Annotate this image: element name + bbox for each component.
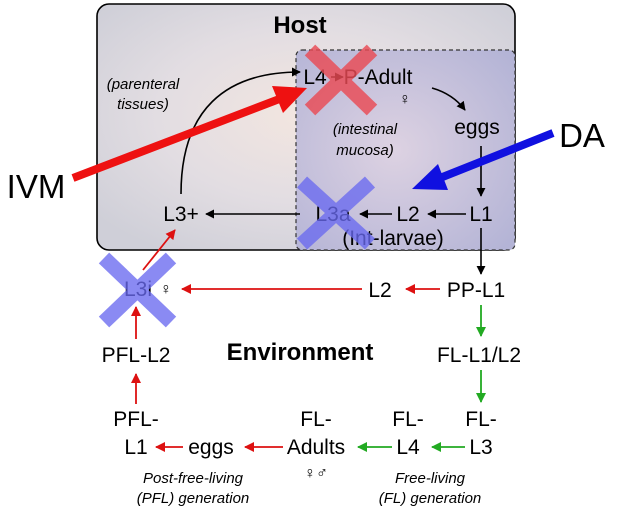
parenteral-label-line2: tissues) [117, 96, 169, 113]
p-adult-female-symbol: ♀ [399, 91, 411, 108]
environment-title: Environment [227, 339, 374, 366]
stage-l2-host: L2 [396, 203, 419, 226]
block-cross-icon-da-l3i [98, 252, 177, 328]
arrow-padult-to-eggs [431, 87, 466, 111]
stage-pfl-l2: PFL-L2 [102, 344, 171, 367]
stage-pfl-l1-line1: PFL- [113, 408, 159, 431]
parenteral-label-line1: (parenteral [107, 76, 180, 93]
stage-p-adult: P-Adult [344, 66, 413, 89]
stage-fl-l4-line1: FL- [392, 408, 424, 431]
stage-fl-l3-line1: FL- [465, 408, 497, 431]
stage-l4: L4 [303, 66, 327, 89]
pfl-generation-line1: Post-free-living [143, 470, 244, 487]
intestinal-label-line1: (intestinal [333, 121, 398, 138]
stage-eggs-host: eggs [454, 116, 500, 139]
stage-fl-l1-l2: FL-L1/L2 [437, 344, 521, 367]
stage-eggs-env: eggs [188, 436, 234, 459]
block-cross-icon-ivm-l4 [304, 44, 378, 116]
stage-fl-adults-line2: Adults [287, 436, 345, 459]
stage-fl-l3-line2: L3 [469, 436, 492, 459]
ivm-arrow [71, 94, 284, 182]
stage-l3plus: L3+ [163, 203, 199, 226]
arrow-l3plus-to-l4 [180, 67, 301, 195]
stage-l2-env: L2 [368, 279, 391, 302]
block-cross-icon-da-l3a [296, 176, 376, 250]
fl-generation-line2: (FL) generation [379, 490, 482, 507]
stage-l1: L1 [469, 203, 492, 226]
intestinal-label-line2: mucosa) [336, 142, 394, 159]
da-label: DA [559, 117, 605, 154]
ivm-label: IVM [7, 168, 66, 205]
da-arrow-head [412, 164, 448, 190]
da-arrow [438, 129, 555, 182]
stage-pfl-l1-line2: L1 [124, 436, 147, 459]
stage-pp-l1: PP-L1 [447, 279, 505, 302]
fl-adults-sex-symbols: ♀♂ [304, 465, 328, 482]
ivm-arrow-head [272, 86, 307, 113]
stage-fl-l4-line2: L4 [396, 436, 420, 459]
stage-fl-adults-line1: FL- [300, 408, 332, 431]
fl-generation-line1: Free-living [395, 470, 466, 487]
l3i-female-symbol: ♀ [160, 281, 172, 298]
arrow-l3i-to-l3plus [142, 229, 176, 271]
host-title: Host [273, 12, 326, 39]
pfl-generation-line2: (PFL) generation [137, 490, 250, 507]
